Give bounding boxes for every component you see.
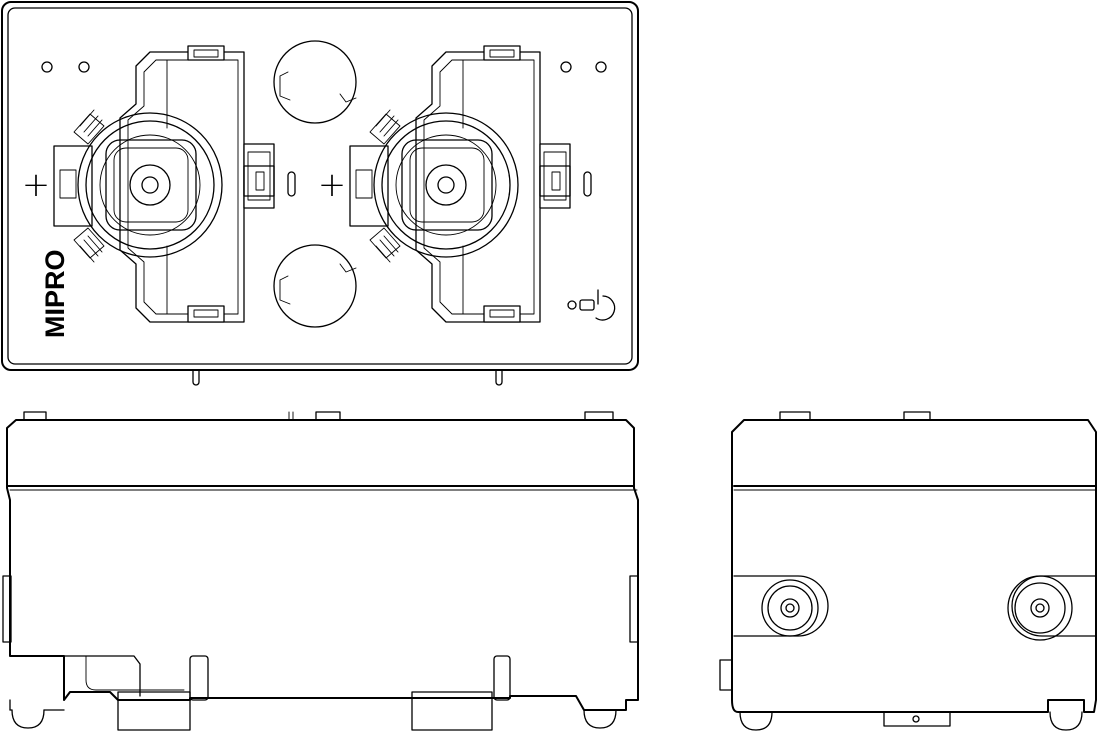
mounting-hole [595, 61, 607, 73]
foot-block [411, 691, 493, 731]
battery-pocket [77, 112, 223, 258]
rubber-foot [583, 709, 617, 729]
power-button-icon [567, 289, 616, 321]
top-view-inner-rim [7, 7, 633, 365]
charging-bay-right: + [318, 45, 592, 323]
top-tab [315, 411, 341, 421]
latch-tab-bottom [187, 305, 225, 323]
mounting-hole [78, 61, 90, 73]
side-view [719, 411, 1097, 731]
top-tab [23, 411, 47, 421]
top-view-outer-body [1, 1, 639, 371]
dc-jack-right [1007, 575, 1073, 641]
locating-pin-left [192, 369, 200, 386]
polarity-slot [287, 171, 296, 197]
charging-contact [129, 164, 171, 206]
polarity-plus-left: + [22, 165, 51, 205]
front-view [2, 411, 639, 731]
side-view-body [731, 419, 1097, 713]
latch-tab-top [187, 45, 225, 61]
side-latch [243, 143, 275, 209]
top-tab [903, 411, 931, 421]
finger-cutout-top [273, 40, 357, 124]
side-latch [539, 143, 571, 209]
charging-bay-left: + [22, 45, 296, 323]
finger-cutout-bottom [273, 244, 357, 328]
top-tab [779, 411, 811, 421]
rubber-foot [1049, 711, 1083, 731]
charging-contact [425, 164, 467, 206]
latch-tab-top [483, 45, 521, 61]
rubber-foot [11, 709, 45, 729]
front-view-body [6, 419, 639, 711]
battery-pocket [373, 112, 519, 258]
brand-logo: MIPRO [40, 249, 70, 338]
rubber-foot [739, 711, 773, 731]
polarity-slot [583, 171, 592, 197]
foot-block [117, 691, 191, 731]
mounting-hole [41, 61, 53, 73]
top-view: + [1, 1, 639, 386]
latch-tab-bottom [483, 305, 521, 323]
top-tab [584, 411, 614, 421]
mounting-hole [560, 61, 572, 73]
bottom-latch [883, 711, 951, 727]
locating-pin-right [495, 369, 503, 386]
polarity-plus-right: + [318, 165, 347, 205]
dc-jack-left [761, 579, 819, 637]
